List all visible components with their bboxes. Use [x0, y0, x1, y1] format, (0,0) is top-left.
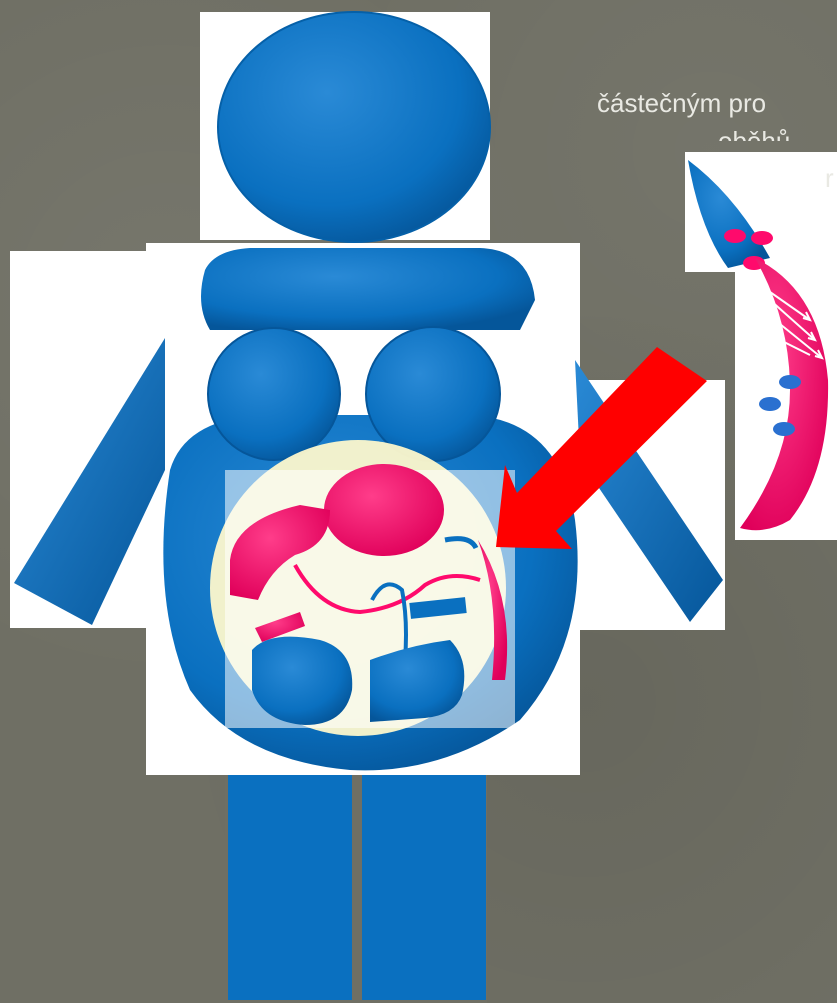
inset-blue-cell-1: [779, 375, 801, 389]
right-leg-shape: [362, 775, 486, 1000]
left-arm-shape: [14, 338, 165, 625]
left-leg-shape: [228, 775, 352, 1000]
inset-blue-cell-3: [773, 422, 795, 436]
caption-line-1: částečným pro: [597, 88, 766, 118]
inset-pink-cell-2: [751, 231, 773, 245]
inset-pink-crescent: [740, 258, 828, 530]
head-shape: [218, 12, 490, 242]
inset-blue-cell-2: [759, 397, 781, 411]
right-chest-circle: [366, 327, 500, 461]
left-chest-circle: [208, 328, 340, 460]
inset-pink-cell-1: [724, 229, 746, 243]
inset-blue-wedge: [688, 160, 770, 268]
caption-line-3: r: [825, 163, 834, 193]
lower-left-blue-organ: [252, 637, 352, 725]
shoulders-shape: [201, 248, 535, 330]
central-pink-organ: [324, 464, 444, 556]
